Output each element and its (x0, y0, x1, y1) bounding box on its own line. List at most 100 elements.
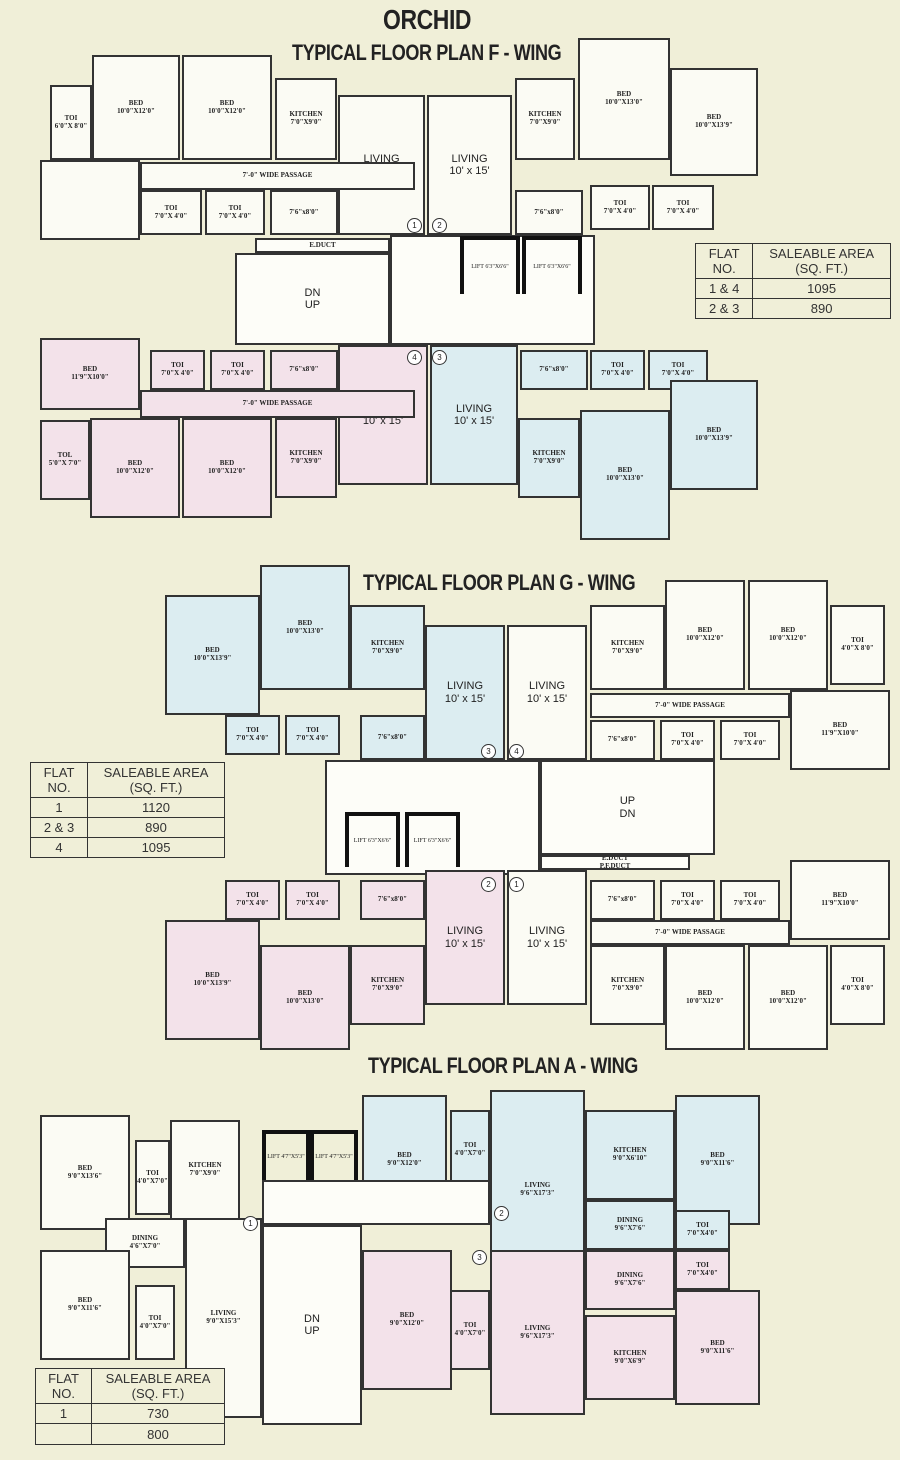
room: 7'6"x8'0" (590, 720, 655, 760)
room-name: TOI (463, 1141, 477, 1150)
room-size: 9'6"X17'3" (520, 1189, 555, 1197)
room (262, 1180, 490, 1225)
room-size: 7'0"X 4'0" (154, 211, 188, 220)
lift: LIFT 6'3"X6'6" (405, 812, 460, 867)
room-name: LIVING (528, 925, 566, 938)
room-size: 7'0"X 4'0" (733, 739, 767, 747)
room-name: BED (832, 721, 848, 730)
room-size: 7'0"X9'0" (533, 457, 565, 465)
room-name: BED (297, 618, 313, 627)
lift: LIFT 6'3"X6'6" (522, 236, 582, 294)
room-size: 11'9"X10'0" (821, 899, 859, 907)
room-size: 10'0"X13'9" (695, 434, 733, 442)
room-name: BED (219, 459, 235, 468)
room-name: TOI (306, 891, 319, 900)
room-name: BED (697, 988, 713, 997)
room: 7'6"x8'0" (515, 190, 583, 235)
room-size: 7'0"X9'0" (290, 457, 322, 465)
room-size: 10' x 15' (526, 937, 568, 950)
room-size: 10'0"X12'0" (769, 634, 807, 642)
room-name: BED (77, 1296, 93, 1305)
room-name: TOI (676, 198, 690, 207)
project-title: ORCHID (383, 4, 472, 35)
room-size: 10'0"X12'0" (208, 106, 246, 115)
room (325, 760, 540, 875)
room-size: 4'0"X 8'0" (841, 644, 874, 652)
room-size: 9'0"X11'6" (68, 1304, 102, 1312)
room-name: BED (399, 1311, 415, 1320)
room-size: 4'0"X7'0" (454, 1329, 486, 1337)
header-saleable-area: SALEABLE AREA (SQ. FT.) (90, 1368, 226, 1404)
room-name: BED (297, 988, 313, 997)
room-size: 7'0"X 4'0" (296, 734, 329, 742)
room-name: LIVING (524, 1323, 551, 1332)
room-size: 10' x 15' (526, 692, 568, 705)
room-size: 7'6"x8'0" (607, 735, 638, 744)
room-size: 9'6"X17'3" (520, 1331, 555, 1340)
room-name: KITCHEN (532, 449, 566, 458)
room-name: KITCHEN (289, 449, 323, 458)
room-name: LIVING (451, 152, 488, 165)
room-size: 5'0"X 7'0" (48, 459, 82, 467)
room-size: 9'0"X12'0" (389, 1319, 425, 1327)
room-size: 7'0"X 4'0" (601, 369, 634, 377)
flat-number-marker: 2 (481, 877, 496, 892)
room-size: 7'0"X9'0" (372, 646, 403, 655)
room-name: DN (304, 1312, 320, 1325)
room-size: 10'0"X13'9" (193, 979, 232, 987)
room-name: TOI (246, 891, 259, 900)
room-name: DINING (616, 1216, 644, 1225)
room-size: UP (304, 299, 321, 311)
room-size: 7'6"x8'0" (377, 732, 408, 741)
room-name: LIVING (210, 1309, 237, 1318)
room-size: 9'0"X11'6" (700, 1346, 735, 1355)
room-name: TOI (246, 726, 259, 735)
room-size: 7'6"x8'0" (289, 207, 319, 216)
flat-no-cell: 1 (35, 1403, 92, 1424)
room: 7'6"x8'0" (270, 350, 338, 390)
room-name: KITCHEN (528, 110, 562, 119)
room-size: 10'0"X13'9" (193, 654, 232, 662)
header-flat-no: FLAT NO. (694, 243, 754, 279)
room-size: 7'6"x8'0" (377, 895, 408, 904)
room-name: BED (128, 98, 144, 107)
room-size: 7'0"X 4'0" (221, 369, 254, 377)
room-size: 10'0"X13'0" (606, 474, 644, 482)
room: 7'-0" WIDE PASSAGE (590, 920, 790, 945)
room-name: 7'-0" WIDE PASSAGE (655, 700, 725, 709)
flat-no-cell: 2 & 3 (694, 298, 754, 319)
room-size: 10'0"X12'0" (116, 467, 154, 475)
room-size: 7'0"X 4'0" (671, 899, 704, 907)
room-name: TOI (851, 636, 864, 645)
room-name: BED (219, 98, 235, 107)
lift: LIFT 6'3"X6'6" (460, 236, 520, 294)
room-size: 10'0"X13'9" (695, 121, 733, 129)
room-name: BED (780, 626, 796, 635)
room-size: 10' x 15' (362, 415, 404, 427)
room-size: 7'0"X 4'0" (733, 899, 767, 907)
room-size: 4'0"X7'0" (137, 1176, 168, 1185)
room-name: KITCHEN (289, 110, 323, 119)
